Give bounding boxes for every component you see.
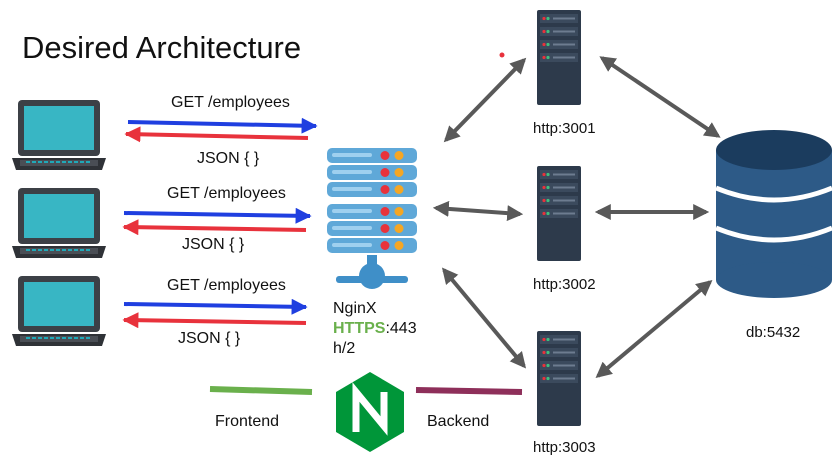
server-db-connector <box>595 279 713 379</box>
response-label: JSON { } <box>197 150 260 167</box>
proxy-name: NginX <box>333 300 377 317</box>
frontend-label: Frontend <box>215 413 279 430</box>
backend-label: Backend <box>427 413 489 430</box>
backend-server-icon <box>537 331 581 426</box>
proxy-server-connector <box>432 200 524 222</box>
response-arrow <box>122 312 307 329</box>
response-arrow <box>122 219 307 236</box>
database-icon <box>715 130 833 298</box>
response-label: JSON { } <box>178 330 241 347</box>
backend-legend-line <box>415 387 523 395</box>
server-db-connector <box>599 56 721 138</box>
client-laptop-icon <box>12 276 106 346</box>
response-label: JSON { } <box>182 236 245 253</box>
frontend-legend-line <box>209 386 313 395</box>
client-laptop-icon <box>12 188 106 258</box>
backend-server-icon <box>537 10 581 105</box>
database-label: db:5432 <box>746 324 800 341</box>
request-label: GET /employees <box>167 185 286 202</box>
decorative-dot <box>499 52 505 58</box>
response-arrow <box>124 126 309 143</box>
server-label: http:3003 <box>533 439 596 456</box>
client-laptop-icon <box>12 100 106 170</box>
server-label: http:3002 <box>533 276 596 293</box>
nginx-proxy-icon <box>327 148 417 289</box>
diagram-title: Desired Architecture <box>22 30 301 65</box>
request-arrow <box>123 207 312 224</box>
proxy-port: :443 <box>385 320 416 337</box>
proxy-protocol: HTTPS <box>333 320 386 337</box>
svg-text:HTTPS:443: HTTPS:443 <box>333 320 417 337</box>
proxy-server-connector <box>441 267 527 369</box>
proxy-http-version: h/2 <box>333 340 355 357</box>
proxy-server-connector <box>443 57 527 143</box>
request-arrow <box>127 117 318 134</box>
response-label: GET /employees <box>167 277 286 294</box>
request-arrow <box>123 298 308 315</box>
nginx-logo-icon <box>336 372 404 452</box>
backend-server-icon <box>537 166 581 261</box>
server-label: http:3001 <box>533 120 596 137</box>
request-label: GET /employees <box>171 94 290 111</box>
